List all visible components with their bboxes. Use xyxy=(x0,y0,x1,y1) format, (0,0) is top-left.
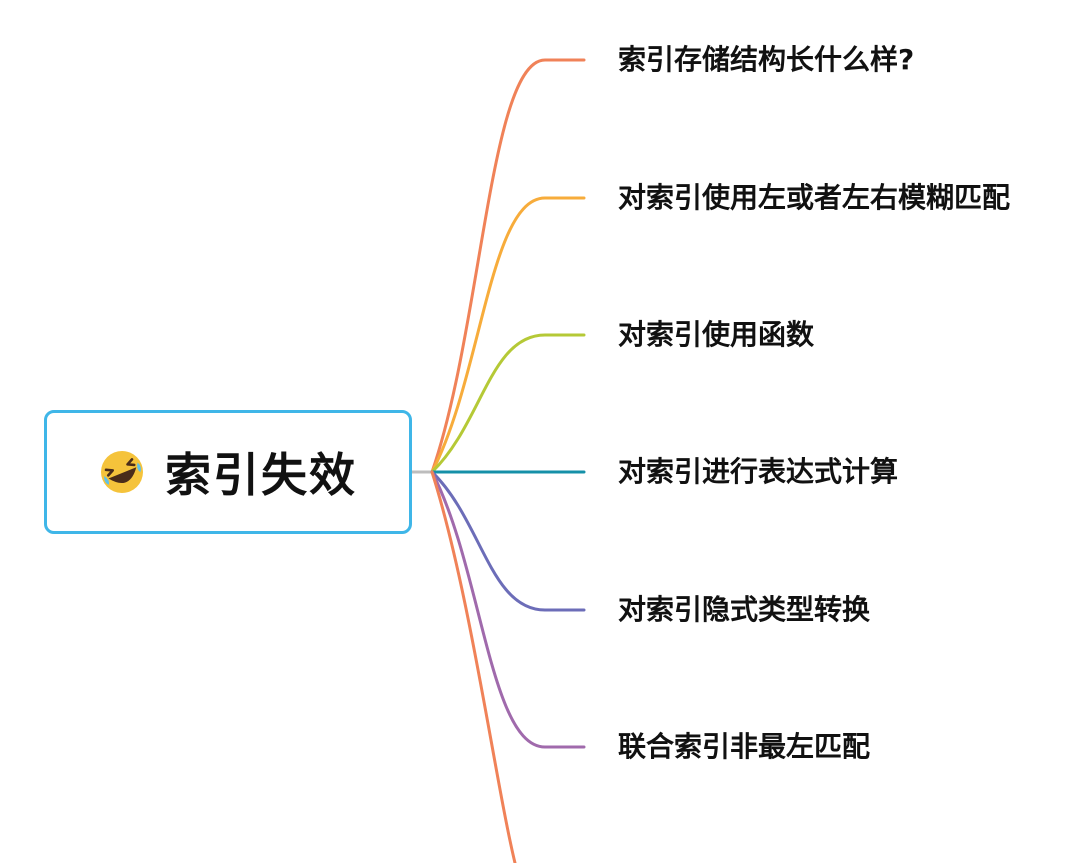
connector-offscreen-branch xyxy=(430,470,517,863)
branch-label-function[interactable]: 对索引使用函数 xyxy=(618,318,815,351)
connector-function xyxy=(430,333,586,474)
connector-implicit-conversion xyxy=(430,470,586,612)
connector-group xyxy=(412,58,586,863)
root-node[interactable]: 索引失效 xyxy=(44,410,412,534)
connector-storage-structure xyxy=(430,58,586,474)
root-label: 索引失效 xyxy=(165,448,357,502)
connector-fuzzy-match xyxy=(430,196,586,474)
branch-label-fuzzy-match[interactable]: 对索引使用左或者左右模糊匹配 xyxy=(618,181,1011,214)
branch-label-leftmost-prefix[interactable]: 联合索引非最左匹配 xyxy=(618,730,871,763)
branch-label-expression[interactable]: 对索引进行表达式计算 xyxy=(618,455,899,488)
connector-leftmost-prefix xyxy=(430,470,586,749)
rolling-on-floor-laughing-emoji-icon xyxy=(101,451,143,493)
branch-label-implicit-conversion[interactable]: 对索引隐式类型转换 xyxy=(618,593,871,626)
branch-label-storage-structure[interactable]: 索引存储结构长什么样? xyxy=(618,43,915,76)
